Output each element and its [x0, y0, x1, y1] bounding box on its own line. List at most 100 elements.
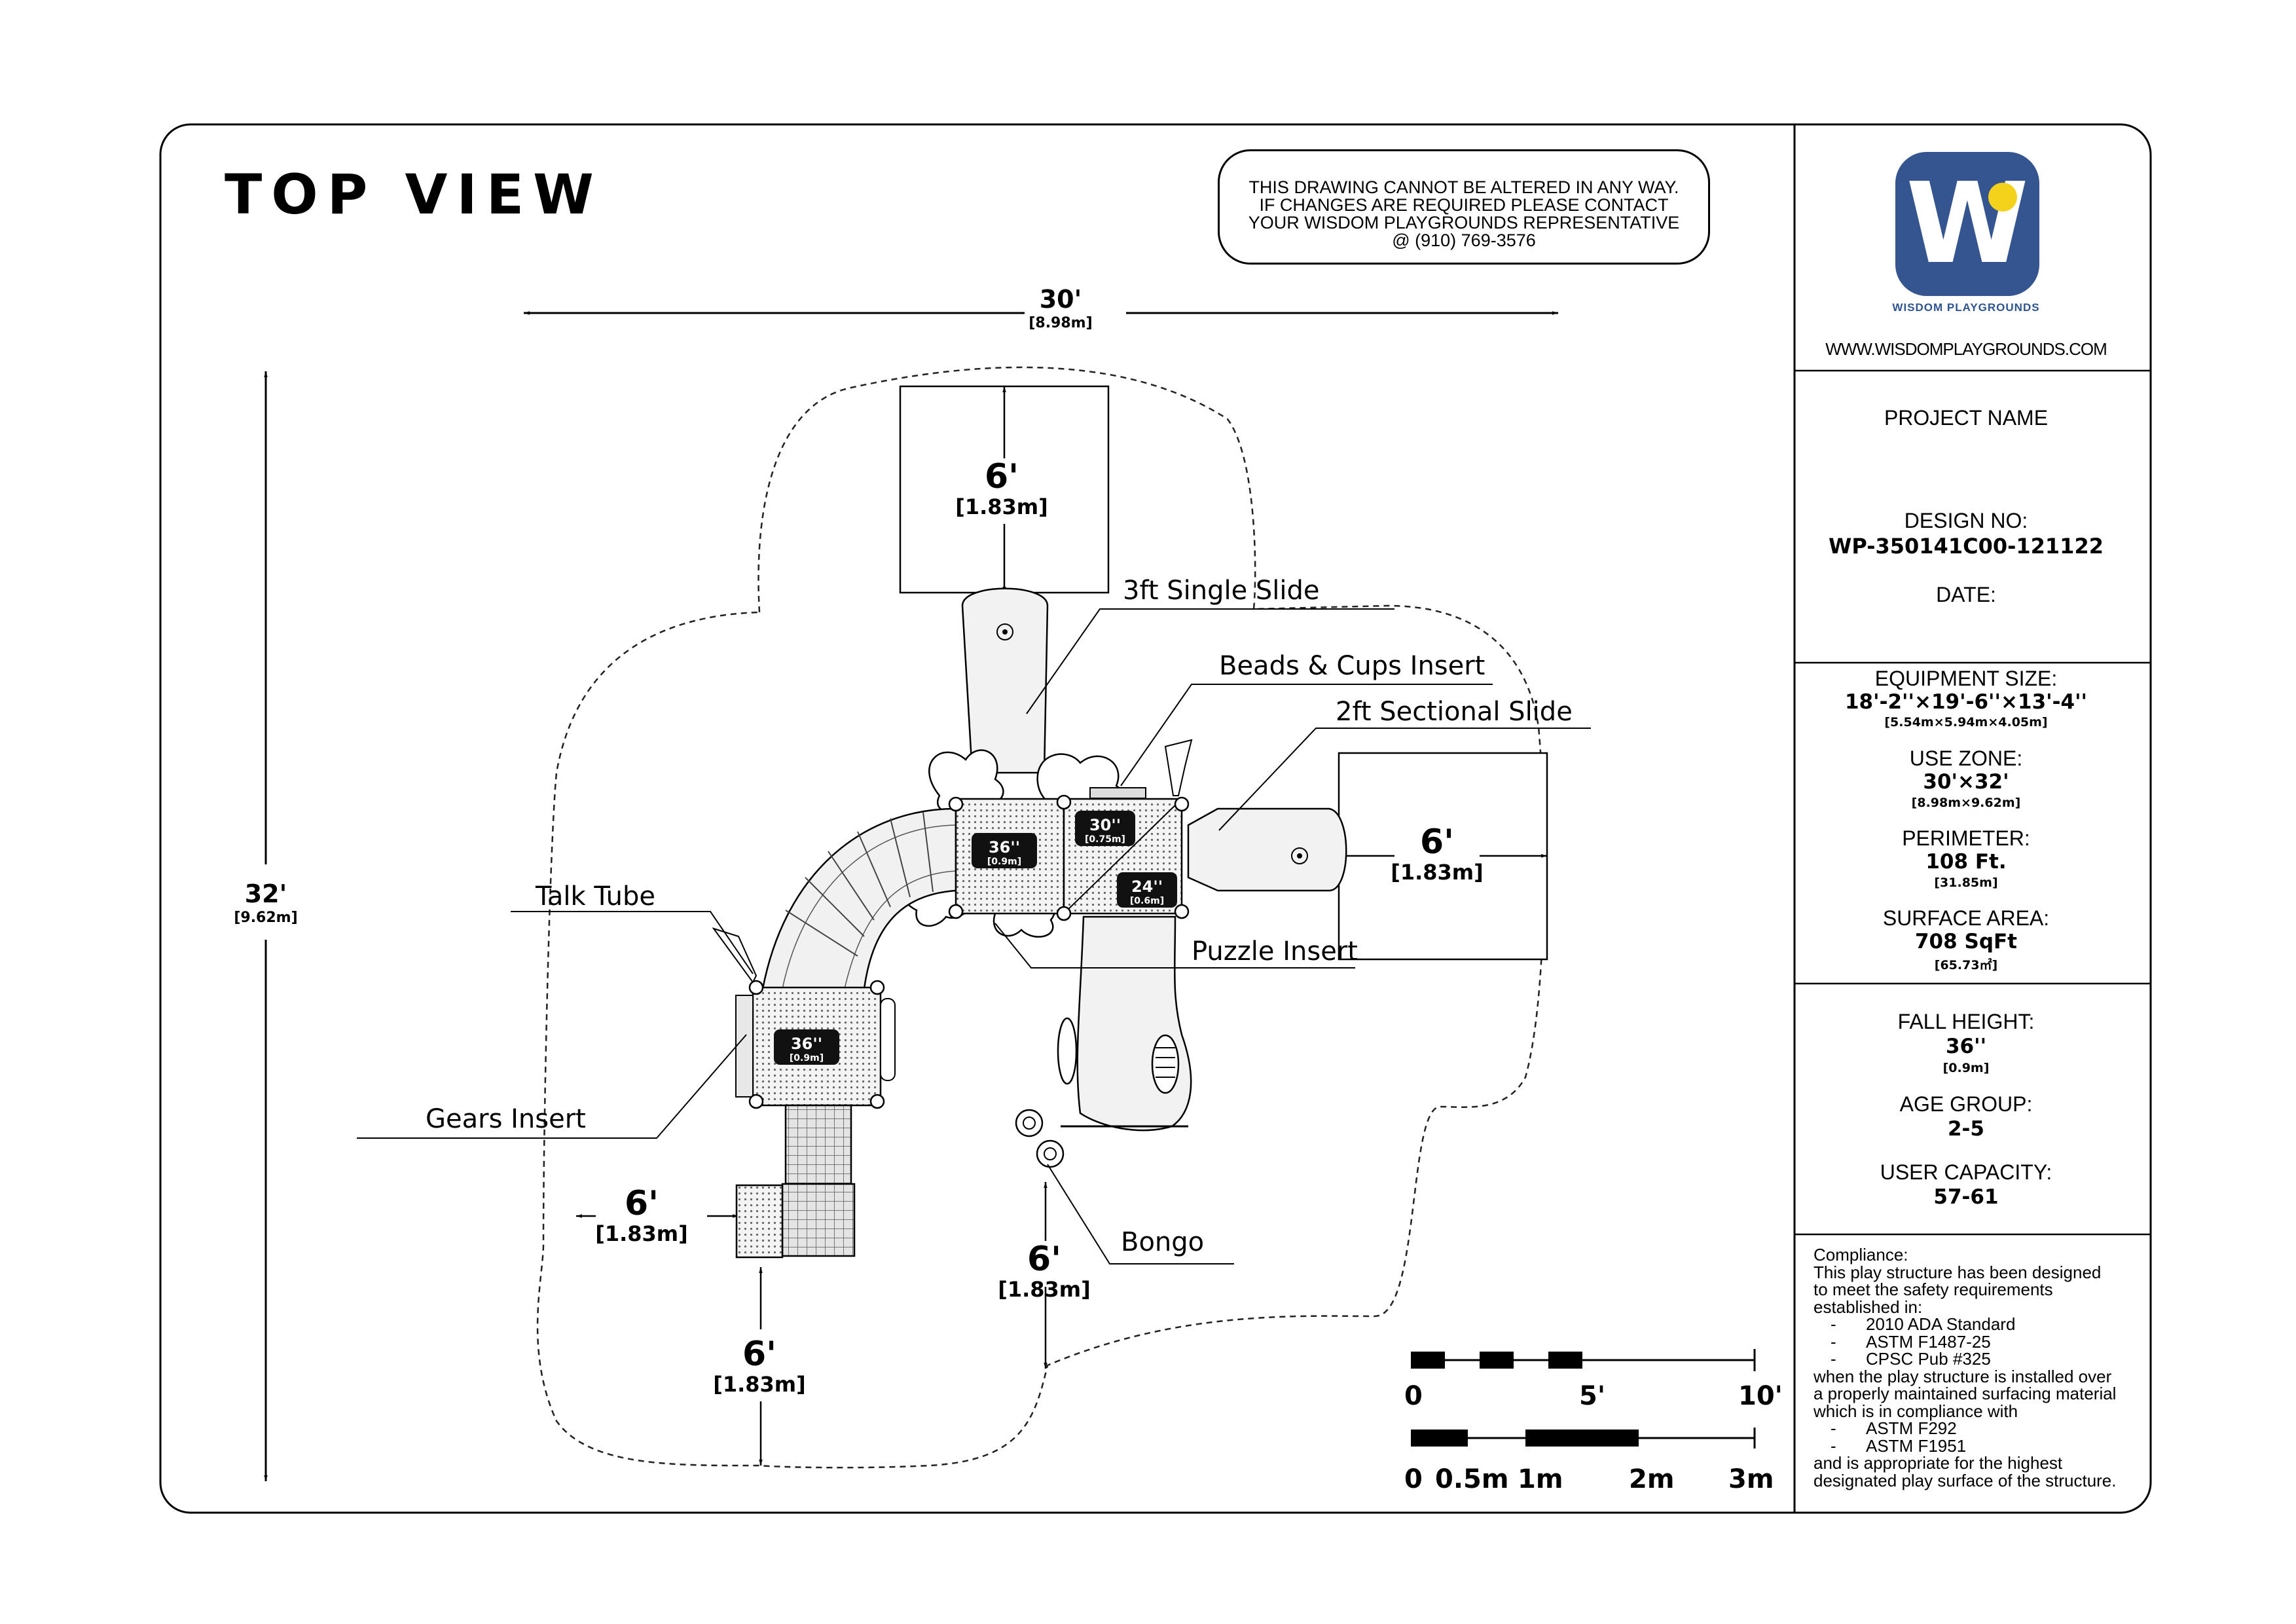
- deck-height-metric: [0.9m]: [987, 857, 1021, 867]
- brand-url[interactable]: WWW.WISDOMPLAYGROUNDS.COM: [1825, 339, 2107, 359]
- scale-bar-imperial: [1411, 1349, 1756, 1371]
- leader-puzzle: [994, 923, 1355, 969]
- logo-dot: [1988, 183, 2017, 212]
- deck-height: 36'': [989, 838, 1020, 857]
- label-talk-tube: Talk Tube: [535, 881, 655, 912]
- clearance-ft: 6': [625, 1184, 659, 1223]
- compliance-standard: -2010 ADA Standard: [1831, 1314, 2016, 1334]
- talk-tube-funnel: [712, 927, 757, 984]
- height-ft: 32': [245, 879, 287, 908]
- user-capacity-label: USER CAPACITY:: [1880, 1160, 2052, 1184]
- side-panel: [880, 998, 896, 1081]
- compliance-text: and is appropriate for the highest: [1813, 1453, 2063, 1473]
- scale-label: 0.5m: [1435, 1464, 1509, 1494]
- perimeter-value: 108 Ft.: [1925, 850, 2007, 874]
- compliance-text: a properly maintained surfacing material: [1813, 1384, 2117, 1403]
- surface-area-label: SURFACE AREA:: [1882, 906, 2050, 930]
- use-zone-metric: [8.98m×9.62m]: [1911, 796, 2021, 810]
- project-name-label: PROJECT NAME: [1884, 406, 2049, 430]
- step-panel: [735, 1184, 784, 1259]
- right-slide: [1187, 807, 1347, 892]
- drawing-border: [159, 123, 2152, 1514]
- beads-cups-panel: [1089, 787, 1146, 799]
- scale-label: 0: [1404, 1464, 1423, 1494]
- leader-single-slide: [1026, 608, 1394, 714]
- compliance-standard: -ASTM F292: [1831, 1418, 1957, 1438]
- page-title: TOP VIEW: [225, 162, 603, 227]
- scale-label: 0: [1404, 1381, 1423, 1411]
- clearance-m: [1.83m]: [998, 1277, 1091, 1302]
- single-slide: [961, 587, 1049, 774]
- label-gears: Gears Insert: [426, 1104, 586, 1134]
- clearance-ft: 6': [1420, 822, 1454, 862]
- deck-height-metric: [0.9m]: [790, 1053, 824, 1063]
- fall-height-label: FALL HEIGHT:: [1897, 1010, 2035, 1033]
- logo-letter: W: [1906, 159, 2029, 289]
- compliance-standard: -ASTM F1951: [1831, 1435, 1967, 1456]
- fall-height-value: 36'': [1945, 1035, 1987, 1058]
- notice-line: @ (910) 769-3576: [1392, 231, 1536, 250]
- leader-bongo: [1047, 1164, 1234, 1264]
- compliance-block: Compliance: This play structure has been…: [1813, 1246, 2154, 1489]
- play-structure: [712, 587, 1347, 1259]
- compliance-text: when the play structure is installed ove…: [1813, 1366, 2112, 1386]
- age-group-value: 2-5: [1947, 1117, 1984, 1141]
- equipment-size-metric: [5.54m×5.94m×4.05m]: [1884, 715, 2048, 729]
- age-group-label: AGE GROUP:: [1899, 1092, 2033, 1116]
- user-capacity-value: 57-61: [1933, 1185, 1999, 1209]
- deck-height-metric: [0.75m]: [1085, 834, 1125, 845]
- scale-bar-metric: [1411, 1428, 1756, 1449]
- label-sectional: 2ft Sectional Slide: [1336, 697, 1573, 727]
- fall-height-metric: [0.9m]: [1942, 1061, 1990, 1075]
- leader-beads: [1120, 684, 1493, 786]
- use-zone-label: USE ZONE:: [1909, 747, 2023, 770]
- brand-logo: [1895, 152, 2039, 296]
- leader-gears: [357, 1034, 747, 1139]
- perimeter-label: PERIMETER:: [1902, 826, 2030, 850]
- equipment-size-value: 18'-2''×19'-6''×13'-4'': [1844, 690, 2088, 714]
- scale-label: 2m: [1629, 1464, 1675, 1494]
- notice-line: IF CHANGES ARE REQUIRED PLEASE CONTACT: [1259, 195, 1669, 215]
- compliance-text: established in:: [1813, 1297, 1923, 1317]
- notice-line: YOUR WISDOM PLAYGROUNDS REPRESENTATIVE: [1248, 213, 1680, 232]
- equipment-size-label: EQUIPMENT SIZE:: [1874, 667, 2058, 690]
- clearance-ft: 6': [985, 457, 1019, 496]
- scale-label: 1m: [1518, 1464, 1563, 1494]
- deck-badge: [1117, 872, 1177, 908]
- clearance-m: [1.83m]: [595, 1221, 688, 1246]
- leader-talk-tube: [511, 911, 754, 974]
- label-bongo: Bongo: [1121, 1227, 1204, 1257]
- clearance-ft: 6': [742, 1335, 776, 1374]
- deck-height-metric: [0.6m]: [1130, 896, 1164, 906]
- width-m: [8.98m]: [1029, 315, 1092, 331]
- scale-label: 10': [1738, 1381, 1783, 1411]
- clearance-m: [1.83m]: [713, 1372, 806, 1397]
- use-zone-value: 30'×32': [1923, 770, 2009, 794]
- deck-badge: [1075, 811, 1135, 846]
- bongo-drum: [1036, 1139, 1065, 1168]
- compliance-heading: Compliance:: [1813, 1245, 1908, 1264]
- step-platform: [784, 1104, 852, 1185]
- label-single-slide: 3ft Single Slide: [1123, 576, 1320, 606]
- gears-panel: [735, 995, 754, 1098]
- height-m: [9.62m]: [234, 910, 297, 926]
- label-puzzle: Puzzle Insert: [1192, 936, 1358, 967]
- design-no-label: DESIGN NO:: [1904, 509, 2028, 532]
- clearance-ft: 6': [1027, 1240, 1061, 1279]
- scale-label: 5': [1579, 1381, 1605, 1411]
- compliance-standard: -ASTM F1487-25: [1831, 1331, 1991, 1352]
- alteration-notice: THIS DRAWING CANNOT BE ALTERED IN ANY WA…: [1218, 149, 1710, 265]
- deck-height: 30'': [1089, 816, 1121, 834]
- date-label: DATE:: [1936, 583, 1996, 606]
- compliance-standard: -CPSC Pub #325: [1831, 1349, 1991, 1369]
- use-zone-outline: [536, 366, 1545, 1469]
- brand-name: WISDOM PLAYGROUNDS: [1892, 301, 2040, 314]
- tube-slide: [1076, 915, 1192, 1132]
- compliance-text: to meet the safety requirements: [1813, 1280, 2053, 1299]
- compliance-text: This play structure has been designed: [1813, 1262, 2102, 1282]
- perimeter-metric: [31.85m]: [1934, 876, 1998, 890]
- compliance-text: designated play surface of the structure…: [1813, 1470, 2117, 1490]
- label-beads: Beads & Cups Insert: [1219, 651, 1485, 681]
- bongo-drum: [1015, 1109, 1044, 1137]
